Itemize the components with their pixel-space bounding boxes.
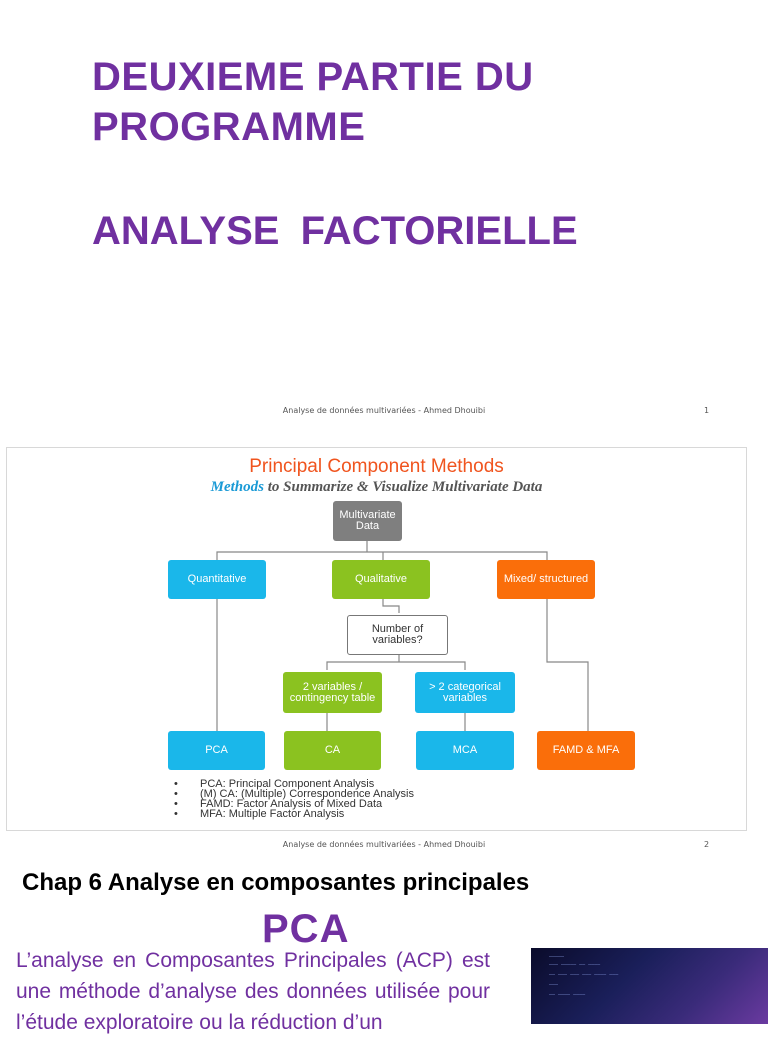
legend-item: FAMD: Factor Analysis of Mixed Data: [170, 799, 414, 810]
node-multivariate-data: Multivariate Data: [333, 501, 402, 541]
title-line-1: DEUXIEME PARTIE DU: [92, 55, 534, 99]
node-gt2-categorical: > 2 categorical variables: [415, 672, 515, 713]
subtitle-emphasis: Methods: [210, 479, 264, 495]
node-two-variables: 2 variables / contingency table: [283, 672, 382, 713]
node-pca: PCA: [168, 731, 265, 770]
legend-list: PCA: Principal Component Analysis (M) CA…: [170, 779, 414, 820]
legend-item: PCA: Principal Component Analysis: [170, 779, 414, 790]
slide-2-footer: Analyse de données multivariées - Ahmed …: [282, 840, 486, 849]
node-ca: CA: [284, 731, 381, 770]
slide-2: Principal Component Methods Methods to S…: [6, 447, 747, 831]
body-paragraph: L’analyse en Composantes Principales (AC…: [16, 949, 490, 1034]
node-number-of-variables: Number of variables?: [347, 615, 448, 655]
subtitle-rest: to Summarize & Visualize Multivariate Da…: [267, 479, 543, 495]
node-mixed-structured: Mixed/ structured: [497, 560, 595, 599]
legend-item: MFA: Multiple Factor Analysis: [170, 809, 414, 820]
slide-1-subtitle: ANALYSE FACTORIELLE: [92, 209, 578, 253]
slide-2-page-number: 2: [704, 840, 710, 849]
code-thumbnail-image: ————— ——— ————— —— ———— —— ——— ——— ——— —…: [531, 948, 768, 1024]
slide-1-footer: Analyse de données multivariées - Ahmed …: [282, 406, 486, 415]
node-quantitative: Quantitative: [168, 560, 266, 599]
chapter-title: Chap 6 Analyse en composantes principale…: [22, 869, 530, 896]
slide-1-page-number: 1: [704, 406, 710, 415]
node-qualitative: Qualitative: [332, 560, 430, 599]
slide-2-subtitle: Methods to Summarize & Visualize Multiva…: [7, 479, 746, 496]
legend-item: (M) CA: (Multiple) Correspondence Analys…: [170, 789, 414, 800]
pca-heading: PCA: [262, 907, 350, 951]
flowchart-connectors: [216, 541, 589, 731]
slide-1-title: DEUXIEME PARTIE DU PROGRAMME: [92, 52, 732, 152]
node-mca: MCA: [416, 731, 514, 770]
title-line-2: PROGRAMME: [92, 105, 366, 149]
node-famd-mfa: FAMD & MFA: [537, 731, 635, 770]
slide-2-title: Principal Component Methods: [249, 456, 504, 477]
